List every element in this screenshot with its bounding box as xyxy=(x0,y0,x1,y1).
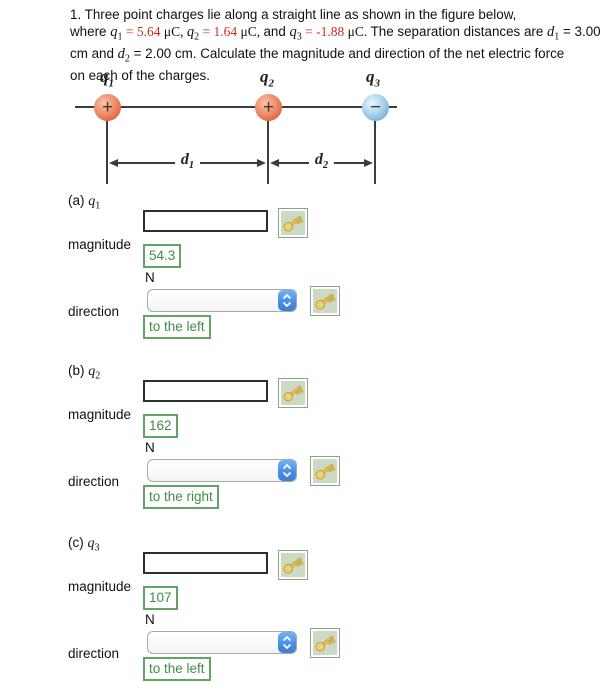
magnitude-answer-key: 54.3 xyxy=(143,244,182,268)
charge-3-label: q3 xyxy=(366,67,380,90)
negative-charge-icon: − xyxy=(362,94,389,121)
direction-select[interactable] xyxy=(147,459,297,482)
answer-section-b: (b) q2 magnitude 162 N xyxy=(0,363,605,513)
magnitude-label: magnitude xyxy=(68,237,132,252)
arrowhead-left-icon xyxy=(270,159,279,167)
figure-axis-line xyxy=(75,106,397,108)
magnitude-label: magnitude xyxy=(68,579,132,594)
problem-line-2: where q1 = 5.64 μC, q2 = 1.64 μC, and q3… xyxy=(70,23,601,43)
magnitude-answer-key: 162 xyxy=(143,414,178,438)
arrowhead-right-icon xyxy=(257,159,266,167)
charge-2-label: q2 xyxy=(260,67,274,90)
key-icon xyxy=(315,635,336,652)
key-icon xyxy=(283,385,304,402)
figure-tick-line xyxy=(106,120,108,184)
plus-sign: + xyxy=(262,96,275,118)
answer-section-c: (c) q3 magnitude 107 N xyxy=(0,535,605,685)
positive-charge-icon: + xyxy=(94,94,121,121)
problem-line-3: cm and d2 = 2.00 cm. Calculate the magni… xyxy=(70,45,565,65)
key-icon xyxy=(315,293,336,310)
dimension-d1: d1 xyxy=(109,151,266,172)
arrowhead-left-icon xyxy=(109,159,118,167)
unit-label: N xyxy=(145,440,155,455)
dimension-d2-label: d2 xyxy=(314,151,329,172)
minus-sign: − xyxy=(369,96,382,118)
unit-label: N xyxy=(145,270,155,285)
figure-tick-line xyxy=(267,120,269,184)
direction-select[interactable] xyxy=(147,289,297,312)
problem-statement: 1. Three point charges lie along a strai… xyxy=(70,7,602,85)
direction-answer-key: to the left xyxy=(143,315,211,339)
key-icon xyxy=(283,557,304,574)
dimension-d1-label: d1 xyxy=(180,151,195,172)
direction-label: direction xyxy=(68,646,120,661)
problem-line-1: 1. Three point charges lie along a strai… xyxy=(70,7,517,22)
direction-select[interactable] xyxy=(147,631,297,654)
answer-key-button[interactable] xyxy=(278,208,308,238)
magnitude-input[interactable] xyxy=(143,552,268,574)
answer-key-button[interactable] xyxy=(310,286,340,316)
chevron-up-down-icon xyxy=(278,290,296,311)
direction-answer-key: to the left xyxy=(143,657,211,681)
section-a-label: (a) q1 xyxy=(68,193,101,212)
chevron-up-down-icon xyxy=(278,460,296,481)
problem-line-4: on each of the charges. xyxy=(70,68,210,84)
key-icon xyxy=(283,215,304,232)
section-b-label: (b) q2 xyxy=(68,363,101,382)
magnitude-answer-key: 107 xyxy=(143,586,178,610)
answer-key-button[interactable] xyxy=(310,628,340,658)
arrowhead-right-icon xyxy=(364,159,373,167)
charge-1-label: q1 xyxy=(100,67,114,90)
chevron-up-down-icon xyxy=(278,632,296,653)
answer-key-button[interactable] xyxy=(310,456,340,486)
answer-section-a: (a) q1 magnitude 54.3 N xyxy=(0,193,605,343)
magnitude-input[interactable] xyxy=(143,210,268,232)
magnitude-input[interactable] xyxy=(143,380,268,402)
direction-answer-key: to the right xyxy=(143,485,219,509)
positive-charge-icon: + xyxy=(255,94,282,121)
answer-key-button[interactable] xyxy=(278,378,308,408)
unit-label: N xyxy=(145,612,155,627)
magnitude-label: magnitude xyxy=(68,407,132,422)
direction-label: direction xyxy=(68,304,120,319)
direction-label: direction xyxy=(68,474,120,489)
answer-key-button[interactable] xyxy=(278,550,308,580)
dimension-d2: d2 xyxy=(270,151,373,172)
figure-tick-line xyxy=(374,120,376,184)
plus-sign: + xyxy=(101,96,114,118)
key-icon xyxy=(315,463,336,480)
section-c-label: (c) q3 xyxy=(68,535,100,554)
